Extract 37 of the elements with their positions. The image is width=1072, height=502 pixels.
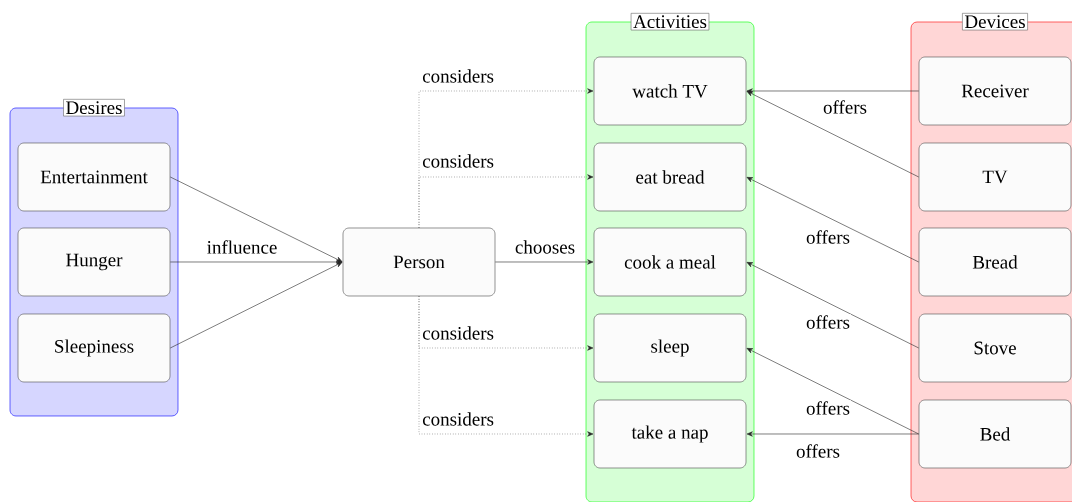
edge-label: offers [805,314,851,330]
edge-label: offers [795,443,841,459]
edge-label: offers [805,400,851,416]
arrow [746,262,919,349]
arrow [495,259,594,265]
edge-label: considers [421,153,495,169]
rounded-box: watch TV [593,56,747,126]
rounded-box: Entertainment [17,142,171,212]
edge-label: offers [805,229,851,245]
arrow [170,259,343,265]
rounded-box: Bread [918,227,1072,297]
arrow [746,177,919,263]
edge-label: considers [421,68,495,84]
rounded-box: Sleepiness [17,313,171,383]
edge-label: chooses [513,239,577,255]
rounded-box: Receiver [918,56,1072,126]
arrow [746,348,919,435]
rounded-box: sleep [593,313,747,383]
rounded-box: Hunger [17,227,171,297]
arrow [418,296,594,437]
rounded-box: eat bread [593,142,747,212]
rounded-box: TV [918,142,1072,212]
edge-label: offers [822,99,868,115]
edge-label: considers [421,411,495,427]
arrow [170,176,343,262]
edge-label: considers [421,325,495,341]
arrow [418,174,594,228]
rounded-box: Bed [918,399,1072,469]
rounded-box: take a nap [593,399,747,469]
arrow [746,431,919,437]
arrow [170,262,343,349]
edge-label: influence [205,239,279,255]
rounded-box: cook a meal [593,227,747,297]
arrow [746,91,919,178]
rounded-box: Stove [918,313,1072,383]
arrow [746,88,919,94]
rounded-box: Person [342,227,496,297]
